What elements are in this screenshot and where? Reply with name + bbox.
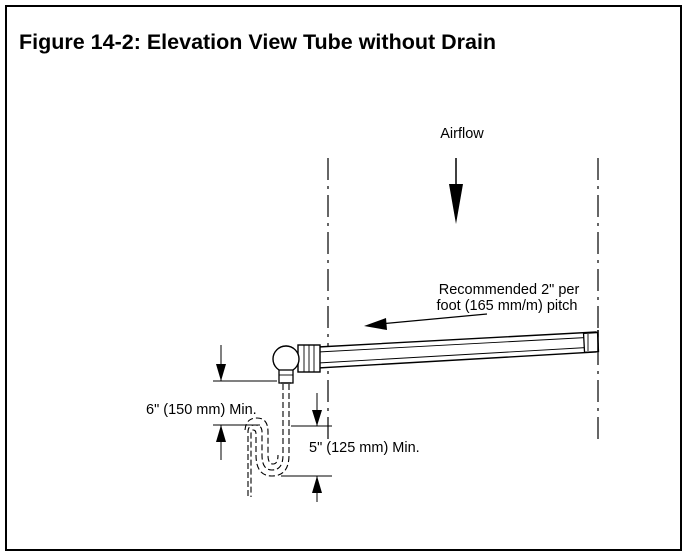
pitch-arrowhead [364,318,387,330]
dim-6in-arrow-bottom [216,425,226,442]
sensor-tube [317,330,600,369]
pitch-arrow-shaft [379,313,488,325]
dim-5in-arrow-bottom [312,476,322,493]
dim-6in-arrow-top [216,364,226,381]
sensor-elbow [272,345,300,384]
dim-6in-label: 6" (150 mm) Min. [146,402,257,418]
dim-5in-arrow-top [312,410,322,426]
dim-5in-label: 5" (125 mm) Min. [309,440,420,456]
airflow-label: Airflow [440,126,484,142]
figure-frame [5,5,682,551]
pitch-label-line2: foot (165 mm/m) pitch [436,298,577,314]
drain-trap-tubing [244,384,290,497]
tube-collar [297,344,321,373]
pitch-label-line1: Recommended 2" per [439,282,580,298]
airflow-arrowhead [449,184,463,224]
dimension-6in [213,345,277,460]
figure-title: Figure 14-2: Elevation View Tube without… [19,30,497,54]
